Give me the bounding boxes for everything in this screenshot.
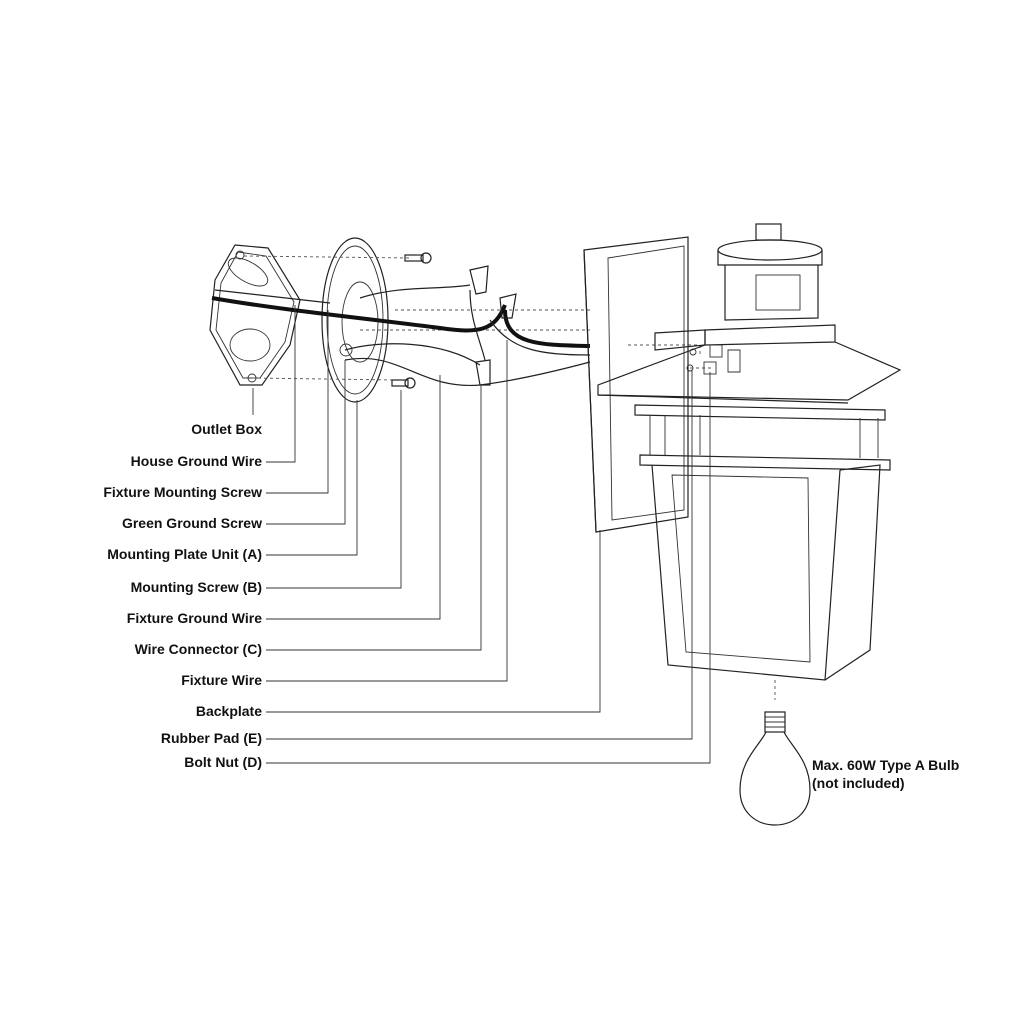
bulb-label-line2: (not included): [812, 775, 905, 791]
label-backplate: Backplate: [196, 703, 262, 719]
outlet-box: [209, 244, 301, 386]
wire-connector-2: [499, 293, 517, 319]
label-fixture-ground-wire: Fixture Ground Wire: [127, 610, 262, 626]
label-fixture-mounting-screw: Fixture Mounting Screw: [103, 484, 262, 500]
label-house-ground-wire: House Ground Wire: [131, 453, 263, 469]
mounting-screw-top: [404, 252, 432, 264]
label-mounting-plate-unit: Mounting Plate Unit (A): [107, 546, 262, 562]
label-fixture-wire: Fixture Wire: [181, 672, 262, 688]
label-outlet-box: Outlet Box: [191, 421, 262, 437]
lantern-fixture: [597, 223, 902, 681]
wire-connector-3: [475, 359, 491, 386]
label-rubber-pad: Rubber Pad (E): [161, 730, 262, 746]
backplate: [583, 236, 689, 533]
label-green-ground-screw: Green Ground Screw: [122, 515, 262, 531]
label-bolt-nut: Bolt Nut (D): [184, 754, 262, 770]
mounting-screw-bottom: [391, 377, 416, 389]
label-wire-connector: Wire Connector (C): [135, 641, 262, 657]
bulb-label-line1: Max. 60W Type A Bulb: [812, 757, 959, 773]
wire-connector-1: [469, 265, 489, 295]
leader-lines: [252, 305, 711, 764]
label-mounting-screw: Mounting Screw (B): [131, 579, 262, 595]
bulb-icon: [739, 711, 811, 826]
